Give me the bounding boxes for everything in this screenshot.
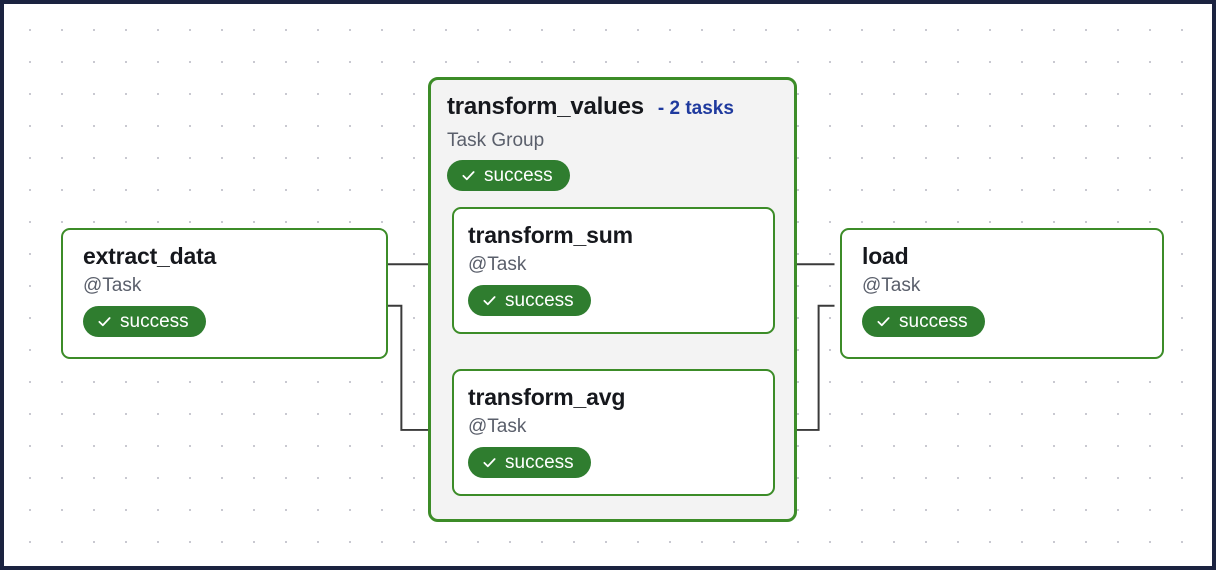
- task-group-title: transform_values: [447, 93, 644, 120]
- status-badge: success: [83, 305, 206, 337]
- check-icon: [461, 168, 476, 183]
- task-node-subtitle: @Task: [83, 274, 142, 296]
- task-group-status-wrap: success: [447, 160, 778, 191]
- status-badge-label: success: [505, 289, 574, 311]
- task-node-extract-data[interactable]: extract_data @Task success: [61, 228, 388, 359]
- task-node-transform-avg[interactable]: transform_avg @Task success: [452, 369, 775, 496]
- check-icon: [876, 314, 891, 329]
- task-node-transform-sum[interactable]: transform_sum @Task success: [452, 207, 775, 334]
- status-badge-label: success: [505, 451, 574, 473]
- status-badge: success: [447, 160, 570, 191]
- task-node-subtitle: @Task: [468, 253, 527, 275]
- task-node-title: load: [862, 243, 909, 269]
- check-icon: [482, 455, 497, 470]
- task-node-load[interactable]: load @Task success: [840, 228, 1164, 359]
- status-badge: success: [862, 305, 985, 337]
- status-badge: success: [468, 446, 591, 478]
- task-node-subtitle: @Task: [862, 274, 921, 296]
- task-node-subtitle: @Task: [468, 415, 527, 437]
- status-badge: success: [468, 284, 591, 316]
- check-icon: [97, 314, 112, 329]
- task-group-tasks-link[interactable]: - 2 tasks: [657, 98, 734, 119]
- task-group-header: transform_values - 2 tasks: [447, 93, 778, 121]
- check-icon: [482, 293, 497, 308]
- status-badge-label: success: [484, 165, 553, 186]
- task-node-title: transform_avg: [468, 384, 626, 410]
- task-node-title: transform_sum: [468, 222, 633, 248]
- task-group-subtitle: Task Group: [447, 130, 545, 151]
- status-badge-label: success: [120, 310, 189, 332]
- task-node-title: extract_data: [83, 243, 217, 269]
- status-badge-label: success: [899, 310, 968, 332]
